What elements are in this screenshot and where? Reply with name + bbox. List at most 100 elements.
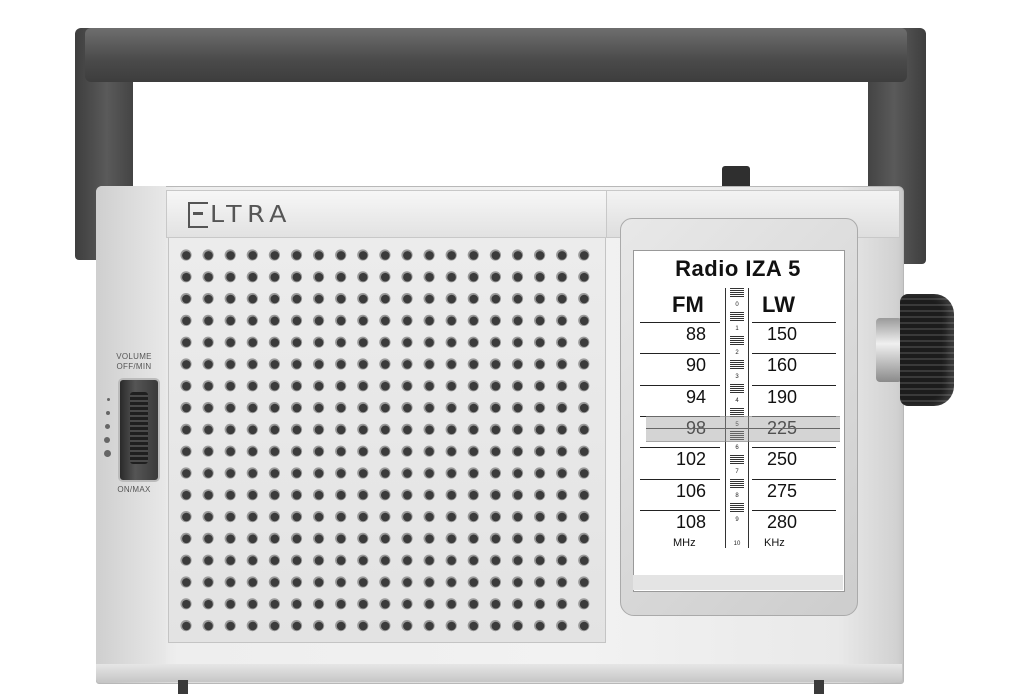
speaker-hole [204,534,213,544]
lw-frequency: 250 [765,449,800,471]
speaker-hole [447,490,456,500]
speaker-hole [248,316,257,326]
speaker-hole [314,578,324,587]
speaker-hole [248,490,257,500]
speaker-hole [535,294,545,304]
carry-handle[interactable] [85,28,907,82]
speaker-hole [248,534,257,544]
speaker-hole [336,381,346,391]
speaker-hole [270,403,280,413]
speaker-hole [292,578,302,587]
lw-frequency: 160 [765,355,800,377]
speaker-hole [270,621,280,631]
speaker-hole [579,469,589,478]
speaker-hole [491,621,501,631]
speaker-hole [204,621,213,631]
speaker-hole [381,316,390,326]
lw-line [752,322,836,323]
speaker-hole [182,381,191,391]
speaker-hole [270,578,280,587]
volume-wheel-icon[interactable] [118,378,160,482]
speaker-hole [469,425,479,435]
speaker-hole [513,316,523,326]
speaker-hole [469,534,479,544]
speaker-hole [314,425,324,435]
speaker-hole [336,621,346,631]
lw-frequency: 280 [765,511,800,533]
speaker-hole [447,403,456,413]
speaker-hole [513,512,523,522]
speaker-hole [248,294,257,304]
speaker-hole [403,360,412,369]
volume-dot [105,424,110,429]
speaker-hole [292,251,302,260]
speaker-hole [358,316,368,326]
speaker-hole [425,447,434,456]
volume-label-line2: OFF/MIN [116,362,152,371]
speaker-hole [425,403,434,413]
speaker-hole [557,360,567,369]
speaker-hole [403,425,412,435]
speaker-hole [491,381,501,391]
speaker-hole [425,294,434,304]
fm-line [640,322,720,323]
speaker-hole [491,599,501,609]
speaker-hole [314,490,324,500]
speaker-hole [292,534,302,544]
speaker-hole [403,338,412,347]
tuning-pointer[interactable] [646,416,840,442]
speaker-hole [226,534,235,544]
speaker-hole [381,338,390,347]
speaker-hole [358,469,368,478]
scale-ticks [730,407,744,418]
speaker-hole [270,425,280,435]
speaker-hole [204,599,213,609]
speaker-hole [336,425,346,435]
speaker-hole [447,621,456,631]
speaker-hole [535,338,545,347]
speaker-hole [557,272,567,282]
knob-shaft [876,318,902,382]
fm-line [640,478,720,480]
speaker-hole [226,316,235,326]
scale-number: 9 [735,517,739,524]
dial-title: Radio IZA 5 [675,256,801,281]
speaker-hole [425,272,434,282]
scale-number: 10 [733,541,741,547]
speaker-hole [358,578,368,587]
tuning-knob-icon[interactable] [900,294,954,406]
scale-number: 1 [735,325,739,332]
bottom-edge [96,664,902,682]
speaker-hole [292,621,302,631]
speaker-hole [513,578,523,587]
speaker-hole [292,469,302,478]
speaker-hole [403,534,412,544]
speaker-hole [513,447,523,456]
speaker-hole [248,338,257,347]
speaker-hole [336,294,346,304]
speaker-hole [358,556,368,565]
speaker-hole [248,512,257,522]
fm-frequency: 94 [683,386,708,408]
speaker-hole [204,294,213,304]
speaker-hole [336,578,346,587]
foot-right [814,680,824,694]
speaker-hole [491,251,501,260]
speaker-hole [381,534,390,544]
speaker-hole [204,512,213,522]
speaker-hole [358,447,368,456]
speaker-hole [535,534,545,544]
speaker-hole [425,490,434,500]
speaker-hole [579,534,589,544]
speaker-hole [336,512,346,522]
speaker-hole [447,360,456,369]
speaker-hole [469,403,479,413]
speaker-hole [248,360,257,369]
speaker-hole [557,338,567,347]
speaker-hole [447,316,456,326]
speaker-hole [579,338,589,347]
speaker-hole [469,272,479,282]
lw-line [752,384,836,386]
speaker-hole [535,490,545,500]
speaker-hole [270,360,280,369]
